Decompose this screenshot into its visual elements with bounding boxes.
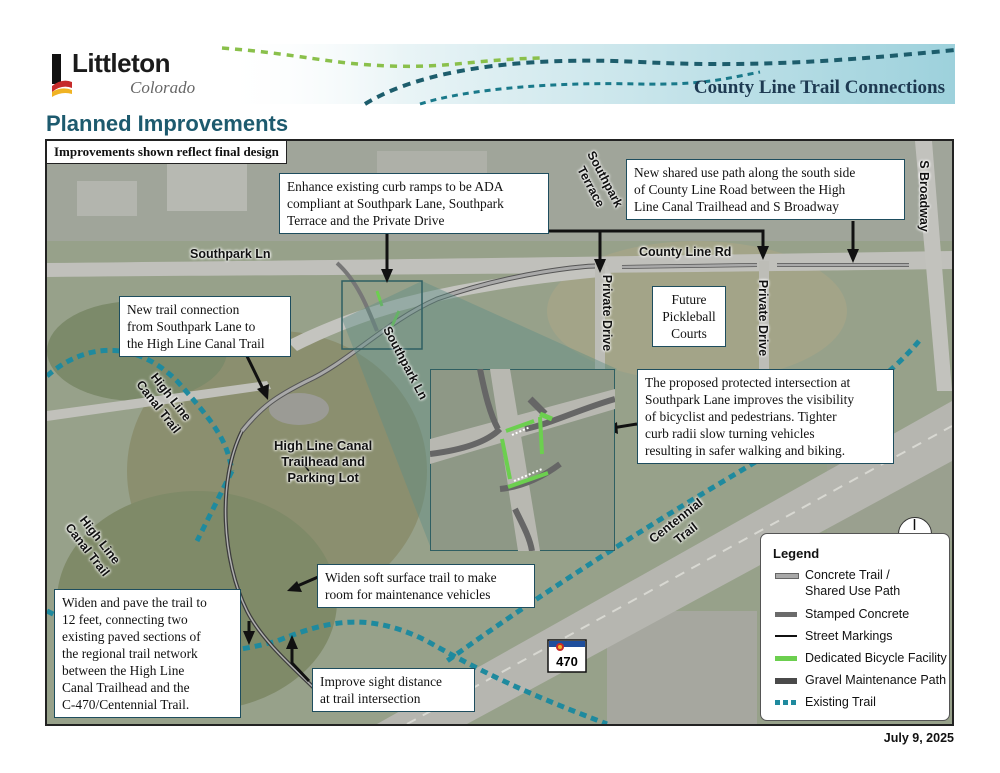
legend-label: Gravel Maintenance Path: [805, 673, 947, 687]
design-note: Improvements shown reflect final design: [47, 141, 287, 164]
c470-highway-shield: 470: [547, 639, 587, 673]
legend-swatch-existing: [775, 700, 797, 705]
legend-swatch-stamped: [775, 612, 797, 617]
legend-label: Dedicated Bicycle Facility: [805, 651, 947, 665]
label-private-drive-1: Private Drive: [600, 274, 615, 352]
section-title: Planned Improvements: [46, 111, 289, 136]
highway-number: 470: [556, 654, 578, 669]
label-trailhead-parking: High Line Canal Trailhead and Parking Lo…: [274, 438, 373, 485]
legend-swatch-bicycle: [775, 656, 797, 661]
brand-name: Littleton: [72, 48, 171, 78]
legend-swatch-street: [775, 635, 797, 637]
legend-label: Concrete Trail / Shared Use Path: [805, 568, 901, 598]
label-county-line-rd: County Line Rd: [639, 245, 732, 259]
footer-date: July 9, 2025: [883, 731, 954, 745]
document-title: County Line Trail Connections: [693, 77, 945, 98]
callout-protected-intersection: The proposed protected intersection at S…: [637, 369, 894, 464]
legend-swatch-concrete: [775, 573, 799, 579]
label-s-broadway: S Broadway: [916, 160, 931, 232]
callout-widen-soft-surface: Widen soft surface trail to make room fo…: [317, 564, 535, 608]
legend-title: Legend: [773, 546, 820, 561]
label-private-drive-2: Private Drive: [756, 279, 771, 357]
label-southpark-ln: Southpark Ln: [190, 247, 271, 261]
callout-pickleball-courts: Future Pickleball Courts: [652, 286, 726, 347]
map-legend: Legend Concrete Trail / Shared Use Path …: [760, 533, 950, 721]
callout-curb-ramps: Enhance existing curb ramps to be ADA co…: [279, 173, 549, 234]
legend-swatch-gravel: [775, 678, 797, 681]
callout-new-trail-connection: New trail connection from Southpark Lane…: [119, 296, 291, 357]
callout-widen-pave: Widen and pave the trail to 12 feet, con…: [54, 589, 241, 718]
littleton-logo-icon: [52, 54, 72, 97]
legend-label: Existing Trail: [805, 695, 876, 709]
brand-subtitle: Colorado: [130, 78, 196, 97]
map-panel: Improvements shown reflect final design …: [45, 139, 954, 726]
callout-shared-use-path: New shared use path along the south side…: [626, 159, 905, 220]
header-band: [220, 44, 956, 106]
callout-sight-distance: Improve sight distance at trail intersec…: [312, 668, 475, 712]
intersection-zoom-inset: [430, 369, 615, 551]
legend-label: Stamped Concrete: [805, 607, 910, 621]
legend-label: Street Markings: [805, 629, 893, 643]
